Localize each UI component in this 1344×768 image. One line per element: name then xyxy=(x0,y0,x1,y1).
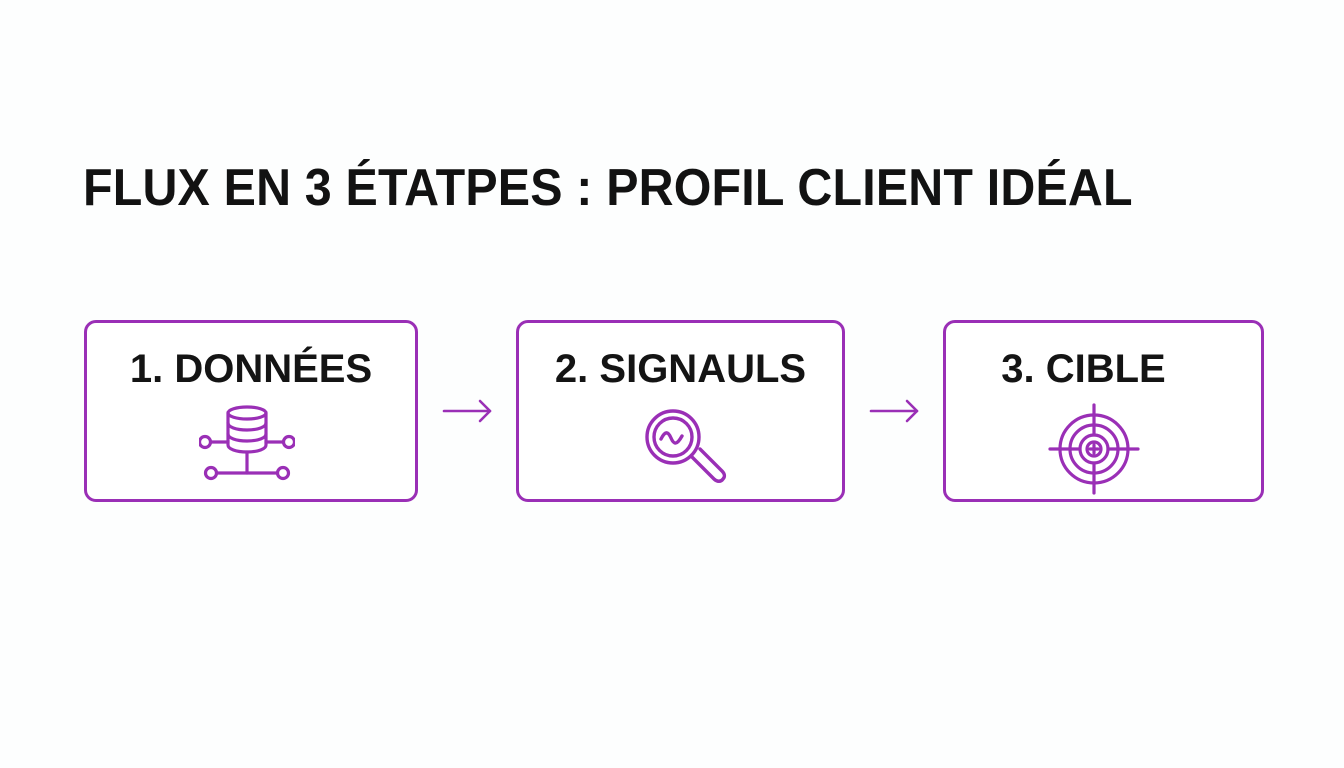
database-network-icon xyxy=(199,401,295,497)
magnifier-signal-icon xyxy=(639,401,735,497)
step-label: 1. DONNÉES xyxy=(129,347,373,391)
step-card-donnees: 1. DONNÉES xyxy=(84,320,418,502)
arrow-right-icon xyxy=(442,396,494,426)
step-label: 3. CIBLE xyxy=(1001,347,1166,391)
step-label: 2. SIGNAULS xyxy=(554,347,807,391)
target-crosshair-icon xyxy=(1046,401,1142,497)
step-card-signauls: 2. SIGNAULS xyxy=(516,320,845,502)
step-card-cible: 3. CIBLE xyxy=(943,320,1264,502)
page-title: FLUX EN 3 ÉTATPES : PROFIL CLIENT IDÉAL xyxy=(83,159,1133,217)
arrow-right-icon xyxy=(869,396,921,426)
